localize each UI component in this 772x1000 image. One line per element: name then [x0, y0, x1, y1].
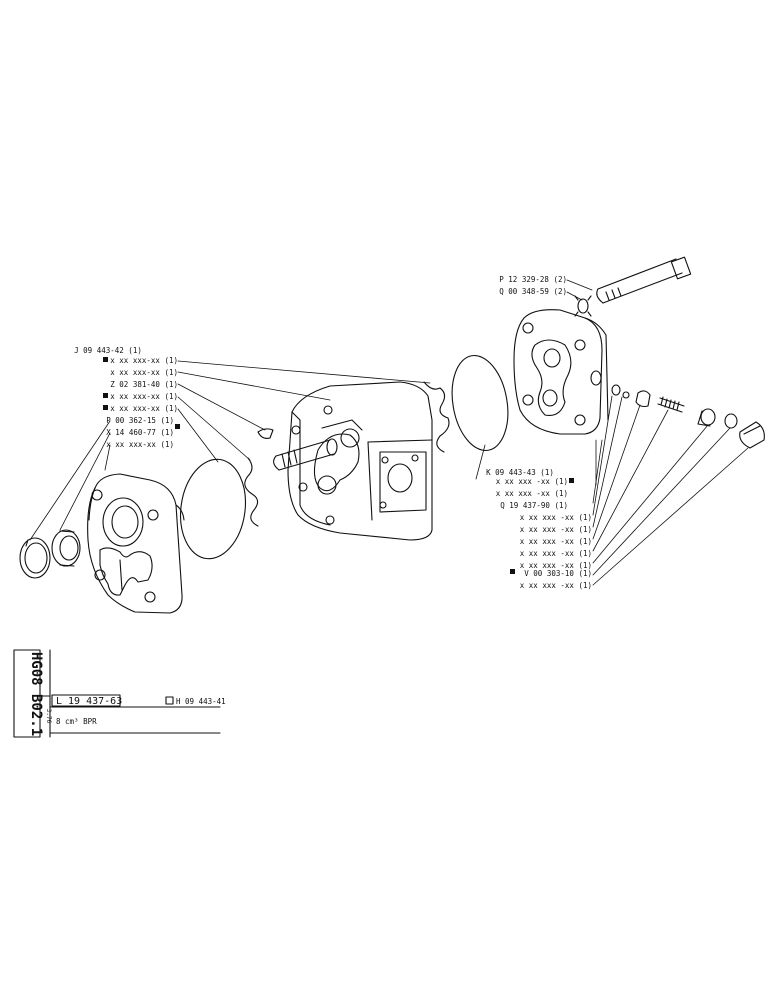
- seal-ring-right: [423, 381, 450, 453]
- shaft-key: [257, 428, 274, 439]
- label-part: x xx xxx -xx (1): [520, 549, 592, 558]
- label-part: x xx xxx -xx (1): [520, 537, 592, 546]
- valve-parts: [611, 384, 765, 449]
- label-part: x xx xxx -xx (1): [520, 525, 592, 534]
- label-part: x xx xxx-xx (1): [110, 356, 178, 365]
- gasket-right: [451, 354, 509, 452]
- gasket-left: [180, 458, 246, 560]
- pump-body: [287, 381, 433, 541]
- tie-bolt: [596, 256, 692, 304]
- label-shaft-seal: X 14 460-77 (1): [106, 428, 174, 437]
- pump-description: 8 cm³ BPR: [56, 717, 97, 726]
- label-part: x xx xxx-xx (1): [106, 440, 174, 449]
- label-part: x xx xxx -xx (1): [520, 581, 592, 590]
- label-key: Z 02 381-40 (1): [110, 380, 178, 389]
- reference-number: H 09 443-41: [176, 697, 226, 706]
- marker-squares: [103, 357, 574, 574]
- title-block-frame: [13, 649, 221, 738]
- label-plug: V 00 303-10 (1): [524, 569, 592, 578]
- lock-washer: [574, 295, 592, 317]
- drive-shaft: [273, 438, 338, 471]
- front-cover: [87, 473, 185, 614]
- shaft-seal: [51, 529, 81, 567]
- label-valve: Q 19 437-90 (1): [500, 501, 568, 510]
- label-rear-cover: K 09 443-43 (1): [486, 468, 554, 477]
- label-part: x xx xxx -xx (1): [496, 477, 568, 486]
- label-part: x xx xxx -xx (1): [520, 513, 592, 522]
- seal-ring-left: [244, 457, 259, 527]
- label-part: x xx xxx-xx (1): [110, 392, 178, 401]
- circlip: [19, 537, 51, 579]
- part-number: L 19 437-63: [56, 696, 122, 707]
- label-part: x xx xxx -xx (1): [496, 489, 568, 498]
- drawing-code: HG08 B02.1: [28, 652, 44, 736]
- label-part: x xx xxx-xx (1): [110, 368, 178, 377]
- label-cover-assembly: J 09 443-42 (1): [74, 346, 142, 355]
- label-tie-bolt: P 12 329-28 (2): [499, 275, 567, 284]
- label-circlip: P 00 362-15 (1): [106, 416, 174, 425]
- rear-cover: [513, 309, 609, 435]
- leader-lines: [29, 279, 749, 586]
- label-part: x xx xxx -xx (1): [520, 561, 592, 570]
- label-part: x xx xxx-xx (1): [110, 404, 178, 413]
- drawing-date: 3.76: [45, 709, 52, 724]
- label-lock-washer: Q 00 348-59 (2): [499, 287, 567, 296]
